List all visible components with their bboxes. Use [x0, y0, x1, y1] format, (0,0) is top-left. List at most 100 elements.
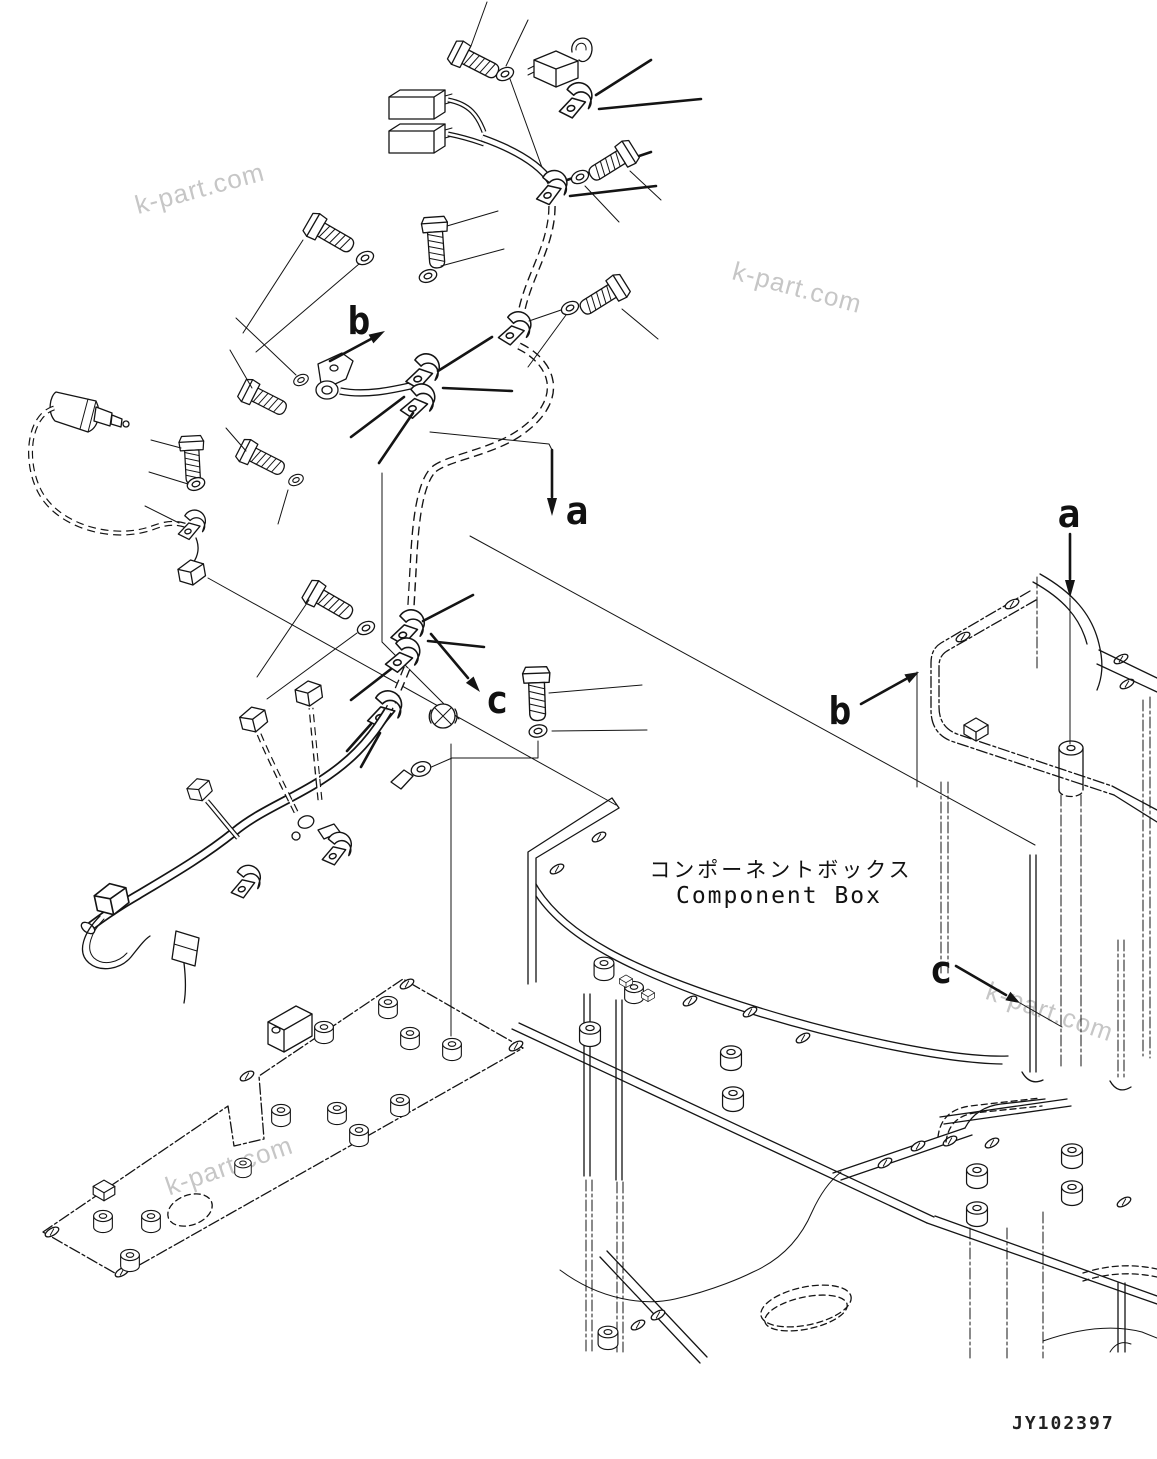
washer — [354, 618, 378, 638]
bolt — [233, 436, 290, 482]
bolt — [299, 577, 359, 627]
view-label-a: a — [566, 489, 589, 533]
connector — [184, 774, 215, 805]
standoff — [1060, 1180, 1084, 1207]
oval-hole — [590, 829, 608, 845]
clamp — [528, 166, 573, 209]
mid-fasteners — [242, 137, 662, 368]
title-japanese: コンポーネントボックス — [649, 858, 912, 882]
oval-hole — [238, 1068, 256, 1084]
annotations: コンポーネントボックス Component Box JY102397 — [649, 858, 1115, 1434]
connector — [237, 703, 270, 736]
bolt — [300, 210, 360, 260]
grommet — [428, 703, 458, 729]
clamp — [381, 635, 424, 675]
washer — [416, 266, 440, 286]
clamp-bracket-b — [225, 317, 411, 525]
oval-hole — [681, 993, 699, 1009]
watermark: k-part.com — [161, 1130, 296, 1202]
view-label-b: b — [348, 299, 371, 343]
connector-block — [388, 89, 453, 154]
terminal-bolt — [419, 665, 648, 773]
standoff — [349, 1123, 369, 1148]
standoff — [390, 1093, 410, 1118]
title-english: Component Box — [676, 883, 882, 909]
clamp-cluster-1 — [349, 335, 514, 720]
standoff — [314, 1020, 334, 1045]
bolt — [583, 137, 642, 188]
view-arrow-a-left: a — [429, 431, 589, 533]
oval-hole — [741, 1004, 759, 1020]
oval-hole — [983, 1135, 1001, 1151]
connector — [293, 678, 325, 709]
standoff — [378, 995, 398, 1020]
washer — [353, 248, 377, 268]
mounting-plate — [42, 976, 525, 1280]
washer — [286, 471, 306, 489]
standoff — [965, 1163, 989, 1190]
nut-block — [92, 1179, 116, 1202]
washer — [291, 371, 311, 389]
block — [267, 1005, 313, 1053]
view-markers: b a c a b c — [328, 299, 1081, 1028]
oval-hole — [941, 1133, 959, 1149]
standoff — [1060, 1143, 1084, 1170]
spacer — [1058, 740, 1084, 798]
connector — [91, 879, 132, 919]
washer — [568, 167, 592, 187]
view-label-c: c — [486, 678, 509, 722]
bolt — [445, 37, 504, 86]
watermark: k-part.com — [132, 157, 268, 220]
harness-tube-upper — [388, 89, 658, 623]
standoff — [593, 956, 615, 982]
standoff — [93, 1209, 113, 1234]
standoff — [597, 1325, 619, 1351]
drawing-number: JY102397 — [1012, 1413, 1115, 1434]
oval-hole — [629, 1317, 647, 1333]
bolt — [574, 271, 633, 322]
view-arrow-b-left: b — [328, 299, 385, 363]
oval-hole — [43, 1224, 61, 1240]
bolt — [420, 215, 452, 270]
standoff — [721, 1086, 745, 1113]
view-arrow-b-right: b — [829, 672, 919, 733]
oval-hole — [909, 1138, 927, 1154]
top-fastener-cluster — [445, 1, 703, 185]
view-arrow-a-right: a — [1058, 492, 1081, 745]
clamp-cluster-c — [256, 577, 486, 713]
standoff — [719, 1045, 743, 1072]
connector-with-loop — [527, 37, 593, 88]
standoff — [327, 1101, 347, 1126]
oval-hole — [1115, 1194, 1133, 1210]
standoff — [442, 1037, 462, 1062]
standoff — [965, 1201, 989, 1228]
view-arrow-c-right: c — [930, 948, 1063, 1028]
view-arrow-c-left: c — [429, 632, 509, 722]
component-box — [469, 535, 1157, 1364]
oval-hole — [794, 1030, 812, 1046]
wiring-harness — [80, 678, 432, 1004]
oval-hole — [876, 1155, 894, 1171]
standoff — [400, 1026, 420, 1051]
view-label-a: a — [1058, 492, 1081, 536]
sensor-assembly — [28, 391, 617, 806]
view-label-c: c — [930, 948, 953, 992]
standoff — [578, 1021, 602, 1048]
bolt — [521, 665, 553, 722]
connector — [176, 557, 208, 588]
washer — [527, 722, 549, 740]
view-label-b: b — [829, 689, 852, 733]
oval-hole — [1003, 596, 1021, 612]
clamp — [223, 861, 266, 902]
clamp — [493, 308, 535, 348]
watermark: k-part.com — [729, 256, 865, 319]
bolt — [235, 376, 292, 422]
standoff — [234, 1157, 252, 1179]
harness-clamp-lower — [345, 686, 458, 1037]
oval-hole — [1118, 676, 1136, 692]
washer — [558, 298, 582, 318]
oval-hole — [398, 976, 416, 992]
oval-hole — [649, 1307, 667, 1323]
standoff — [120, 1248, 140, 1273]
